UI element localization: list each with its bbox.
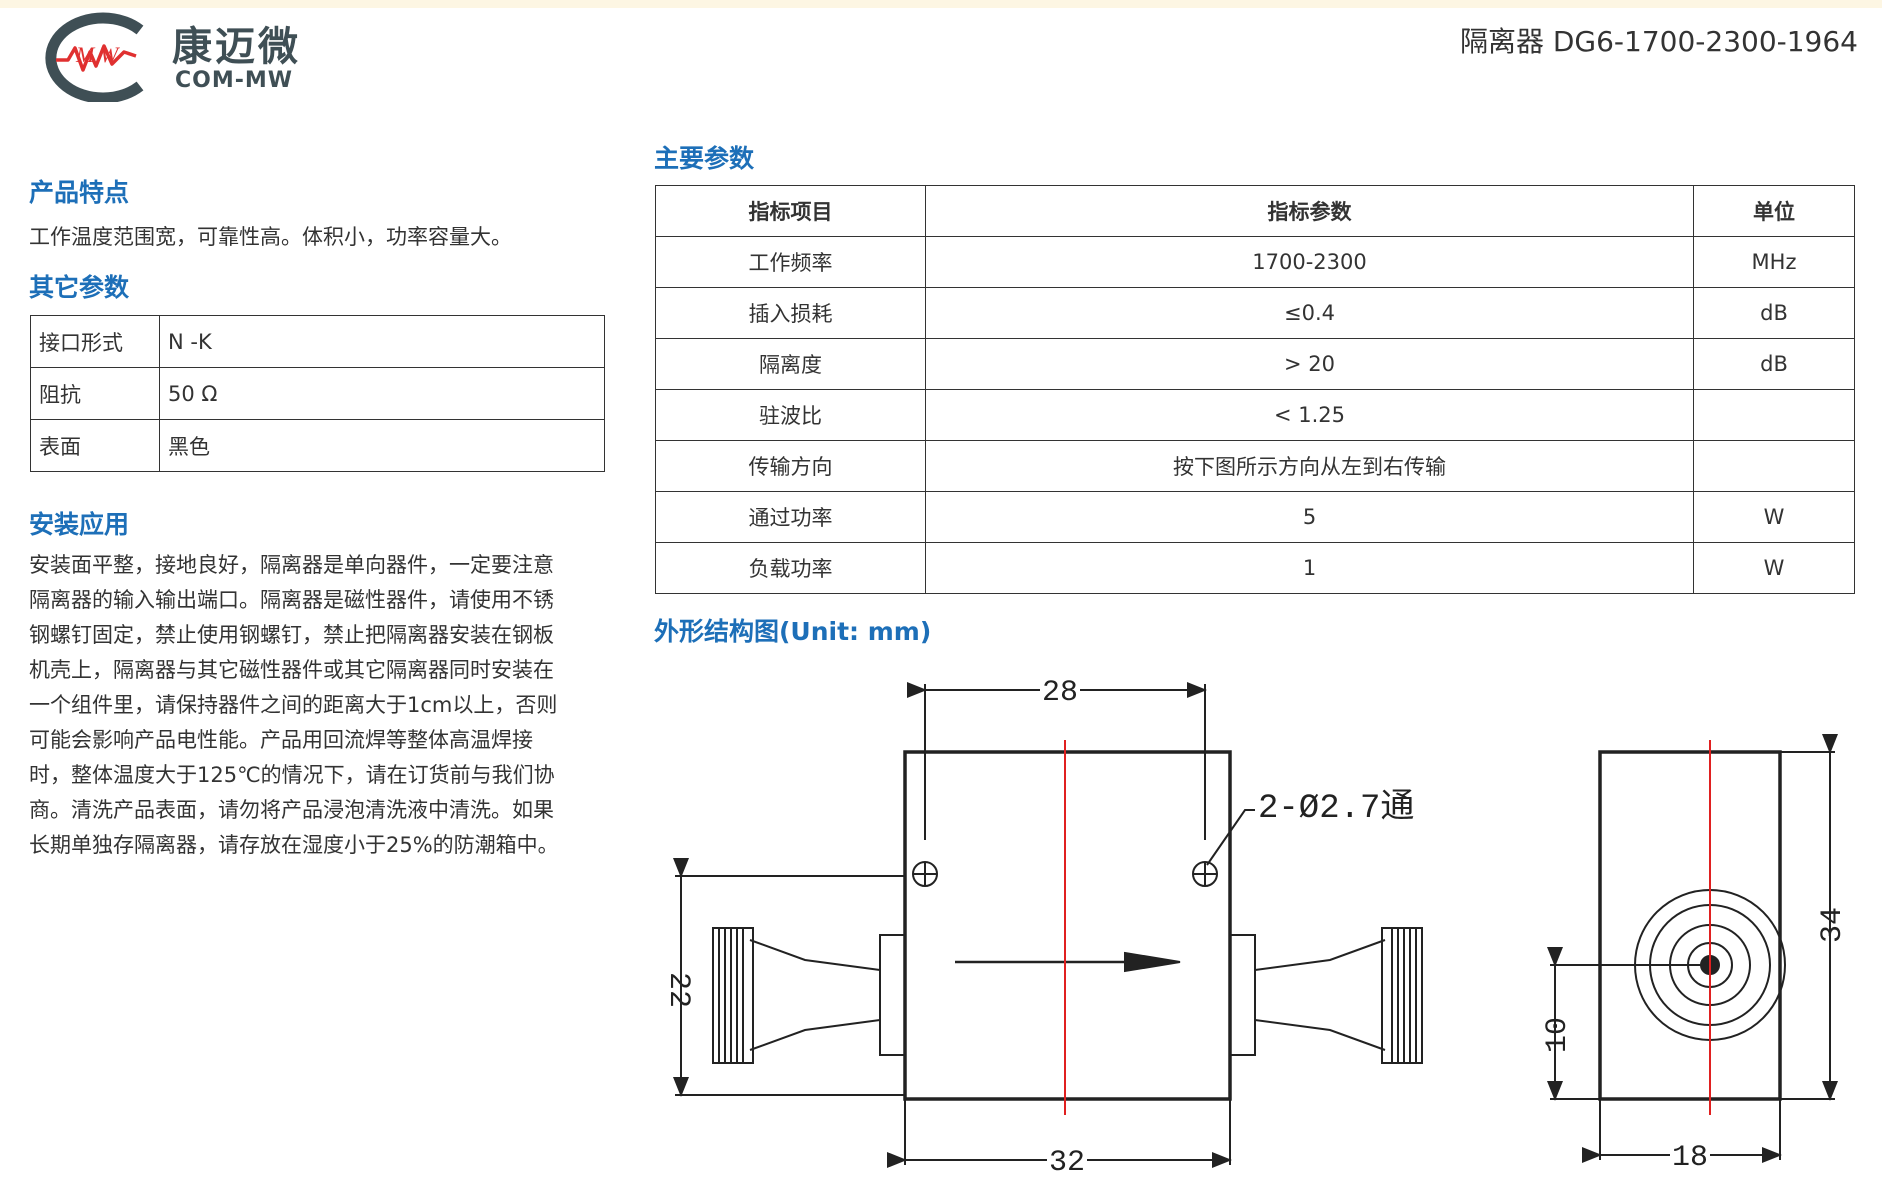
install-heading: 安装应用 (29, 510, 130, 539)
install-line: 隔离器的输入输出端口。隔离器是磁性器件，请使用不锈 (29, 588, 554, 612)
install-text: 安装面平整，接地良好，隔离器是单向器件，一定要注意 隔离器的输入输出端口。隔离器… (29, 548, 559, 863)
unit-cell: W (1693, 542, 1855, 594)
param-value: 50 Ω (159, 367, 605, 420)
column-header: 指标参数 (925, 185, 1694, 237)
value-cell: 1 (925, 542, 1694, 594)
install-line: 机壳上，隔离器与其它磁性器件或其它隔离器同时安装在 (29, 658, 554, 682)
svg-text:M W: M W (75, 42, 120, 67)
column-header: 单位 (1693, 185, 1855, 237)
dim-holes: 2-Ø2.7通 (1258, 788, 1414, 828)
item-cell: 工作频率 (655, 236, 926, 288)
brand-name-cn: 康迈微 (172, 24, 301, 70)
install-line: 钢螺钉固定，禁止使用钢螺钉，禁止把隔离器安装在钢板 (29, 623, 554, 647)
table-row: 工作频率 1700-2300 MHz (655, 236, 1855, 288)
value-cell: < 1.25 (925, 389, 1694, 441)
outline-heading: 外形结构图(Unit: mm) (654, 617, 932, 646)
item-cell: 隔离度 (655, 338, 926, 390)
table-row: 传输方向 按下图所示方向从左到右传输 (655, 440, 1855, 492)
install-line: 长期单独存隔离器，请存放在湿度小于25%的防潮箱中。 (29, 833, 559, 857)
param-key: 接口形式 (30, 315, 160, 368)
other-params-table: 接口形式 N -K 阻抗 50 Ω 表面 黑色 (30, 315, 605, 472)
param-value: 黑色 (159, 419, 605, 472)
dim-side-width: 18 (1672, 1141, 1708, 1175)
table-row: 通过功率 5 W (655, 491, 1855, 543)
param-value: N -K (159, 315, 605, 368)
install-line: 一个组件里，请保持器件之间的距离大于1cm以上，否则 (29, 693, 558, 717)
table-row: 插入损耗 ≤0.4 dB (655, 287, 1855, 339)
dim-left-height: 22 (661, 972, 695, 1008)
item-cell: 负载功率 (655, 542, 926, 594)
item-cell: 插入损耗 (655, 287, 926, 339)
unit-cell (1693, 389, 1855, 441)
install-line: 商。清洗产品表面，请勿将产品浸泡清洗液中清洗。如果 (29, 798, 554, 822)
column-header: 指标项目 (655, 185, 926, 237)
table-row: 接口形式 N -K (30, 315, 605, 368)
install-line: 安装面平整，接地良好，隔离器是单向器件，一定要注意 (29, 553, 554, 577)
item-cell: 驻波比 (655, 389, 926, 441)
top-bar (0, 0, 1882, 8)
item-cell: 传输方向 (655, 440, 926, 492)
param-key: 表面 (30, 419, 160, 472)
main-params-table: 指标项目 指标参数 单位 工作频率 1700-2300 MHz 插入损耗 ≤0.… (655, 185, 1855, 594)
dim-bottom-width: 32 (1049, 1146, 1085, 1180)
table-row: 隔离度 > 20 dB (655, 338, 1855, 390)
document-title: 隔离器 DG6-1700-2300-1964 (1459, 25, 1858, 58)
outline-drawing: 28 32 22 2-Ø2.7通 34 10 18 (661, 676, 1850, 1180)
table-header-row: 指标项目 指标参数 单位 (655, 185, 1855, 237)
install-line: 可能会影响产品电性能。产品用回流焊等整体高温焊接 (29, 728, 533, 752)
dim-top-width: 28 (1042, 676, 1078, 710)
company-logo: M W (45, 12, 144, 102)
other-params-heading: 其它参数 (29, 273, 130, 302)
unit-cell: MHz (1693, 236, 1855, 288)
unit-cell: W (1693, 491, 1855, 543)
main-params-heading: 主要参数 (654, 144, 755, 173)
features-text: 工作温度范围宽，可靠性高。体积小，功率容量大。 (29, 225, 512, 249)
install-line: 时，整体温度大于125℃的情况下，请在订货前与我们协 (29, 763, 555, 787)
table-row: 阻抗 50 Ω (30, 367, 605, 420)
dim-side-offset: 10 (1541, 1017, 1575, 1053)
value-cell: 5 (925, 491, 1694, 543)
value-cell: ≤0.4 (925, 287, 1694, 339)
table-row: 负载功率 1 W (655, 542, 1855, 594)
unit-cell: dB (1693, 287, 1855, 339)
param-key: 阻抗 (30, 367, 160, 420)
item-cell: 通过功率 (655, 491, 926, 543)
value-cell: 1700-2300 (925, 236, 1694, 288)
unit-cell: dB (1693, 338, 1855, 390)
table-row: 驻波比 < 1.25 (655, 389, 1855, 441)
table-row: 表面 黑色 (30, 419, 605, 472)
value-cell: 按下图所示方向从左到右传输 (925, 440, 1694, 492)
features-heading: 产品特点 (29, 178, 130, 207)
value-cell: > 20 (925, 338, 1694, 390)
unit-cell (1693, 440, 1855, 492)
dim-side-height: 34 (1816, 907, 1850, 943)
brand-name-en: COM-MW (175, 68, 294, 93)
